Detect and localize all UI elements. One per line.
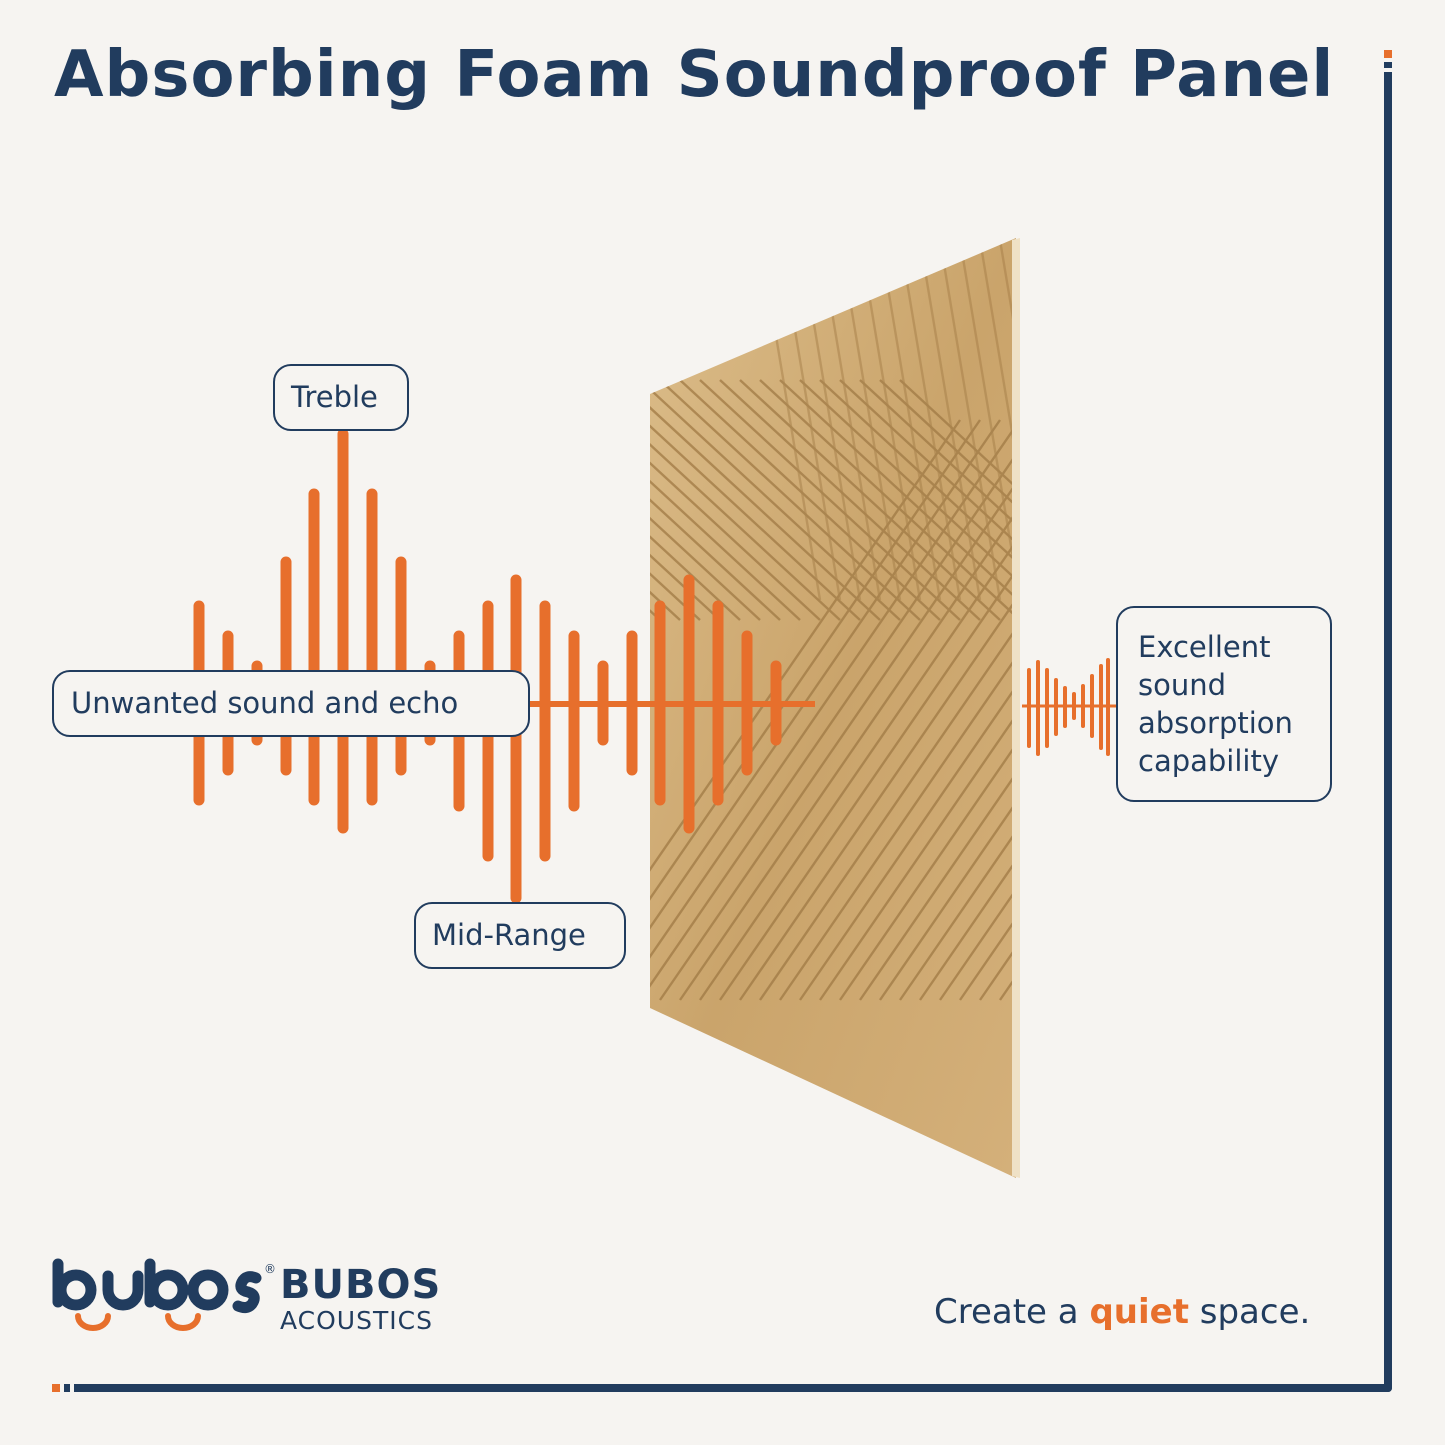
panel-slat bbox=[659, 379, 921, 621]
panel-slat bbox=[918, 239, 982, 601]
panel-slat bbox=[978, 239, 1016, 601]
panel-slat bbox=[878, 239, 942, 601]
panel-slat bbox=[739, 379, 1001, 621]
excellent-line-1: Excellent bbox=[1138, 630, 1271, 664]
panel-slat bbox=[819, 379, 1016, 621]
frame-bottom-border bbox=[74, 1384, 1392, 1392]
panel-slat bbox=[779, 379, 1016, 621]
panel-slat bbox=[719, 419, 1016, 1001]
panel-slat bbox=[859, 379, 1016, 621]
tagline-highlight: quiet bbox=[1089, 1292, 1189, 1332]
unwanted-sound-label: Unwanted sound and echo bbox=[52, 670, 530, 737]
tagline: Create a quiet space. bbox=[934, 1292, 1310, 1332]
bubos-logo-icon: ® bbox=[50, 1256, 276, 1340]
frame-accent-left-2 bbox=[64, 1384, 70, 1392]
page-title: Absorbing Foam Soundproof Panel bbox=[54, 38, 1335, 112]
panel-slat bbox=[899, 419, 1016, 1001]
panel-slat bbox=[650, 419, 1001, 1001]
frame-accent-top-2 bbox=[1384, 62, 1392, 68]
panel-slat bbox=[958, 239, 1016, 601]
wood-panel-icon bbox=[650, 238, 1080, 1178]
panel-slat bbox=[759, 379, 1016, 621]
brand-name: BUBOS bbox=[280, 1262, 442, 1308]
panel-slat bbox=[819, 419, 1016, 1001]
panel-slat bbox=[650, 379, 661, 621]
panel-slat bbox=[699, 379, 961, 621]
panel-slat bbox=[879, 379, 1016, 621]
panel-slat bbox=[719, 379, 981, 621]
panel-slat bbox=[679, 379, 941, 621]
tagline-before: Create a bbox=[934, 1292, 1090, 1332]
excellent-line-3: absorption bbox=[1138, 706, 1293, 740]
panel-slat bbox=[1020, 240, 1080, 600]
panel-slat bbox=[839, 379, 1016, 621]
panel-slat bbox=[839, 419, 1016, 1001]
panel-slat bbox=[799, 419, 1016, 1001]
excellent-line-4: capability bbox=[1138, 744, 1280, 778]
panel-slat bbox=[650, 419, 961, 1001]
panel-slat bbox=[650, 379, 801, 621]
panel-slat bbox=[699, 419, 1016, 1001]
sound-wave-out-icon bbox=[1027, 658, 1110, 756]
panel-slat bbox=[650, 379, 741, 621]
panel-slat bbox=[919, 419, 1016, 1001]
panel-slat bbox=[650, 379, 881, 621]
bubos-logo-graphic bbox=[52, 1258, 262, 1331]
panel-slat bbox=[779, 419, 1016, 1001]
panel-slat bbox=[899, 379, 1016, 621]
frame-accent-top bbox=[1384, 50, 1392, 58]
panel-slat bbox=[650, 379, 901, 621]
panel-slat bbox=[898, 239, 962, 601]
panel-slat bbox=[650, 379, 821, 621]
brand-subtitle: ACOUSTICS bbox=[280, 1306, 433, 1335]
panel-slat bbox=[650, 379, 701, 621]
panel-slat bbox=[799, 379, 1016, 621]
panel-slat bbox=[650, 379, 841, 621]
panel-slat bbox=[650, 379, 761, 621]
excellent-line-2: sound bbox=[1138, 668, 1227, 702]
frame-accent-left bbox=[52, 1384, 60, 1392]
treble-label: Treble bbox=[273, 364, 409, 431]
panel-slat bbox=[650, 379, 721, 621]
panel-slat bbox=[739, 419, 1016, 1001]
sound-wave-icon bbox=[193, 428, 782, 904]
panel-slat bbox=[650, 379, 681, 621]
panel-slat bbox=[939, 419, 1016, 1001]
panel-slat bbox=[650, 379, 861, 621]
mid-range-label: Mid-Range bbox=[414, 902, 626, 969]
panel-slat bbox=[859, 419, 1016, 1001]
tagline-after: space. bbox=[1188, 1292, 1311, 1332]
panel-slat bbox=[879, 419, 1016, 1001]
panel-slat bbox=[650, 419, 1016, 1001]
excellent-absorption-label: Excellent sound absorption capability bbox=[1116, 606, 1332, 802]
panel-slat bbox=[650, 379, 781, 621]
panel-slat bbox=[650, 419, 1016, 1001]
panel-slat bbox=[759, 419, 1016, 1001]
panel-slat bbox=[659, 419, 1016, 1001]
panel-slat bbox=[938, 239, 1002, 601]
frame-right-border bbox=[1384, 72, 1392, 1392]
panel-slat bbox=[998, 239, 1016, 601]
registered-mark: ® bbox=[264, 1262, 276, 1276]
